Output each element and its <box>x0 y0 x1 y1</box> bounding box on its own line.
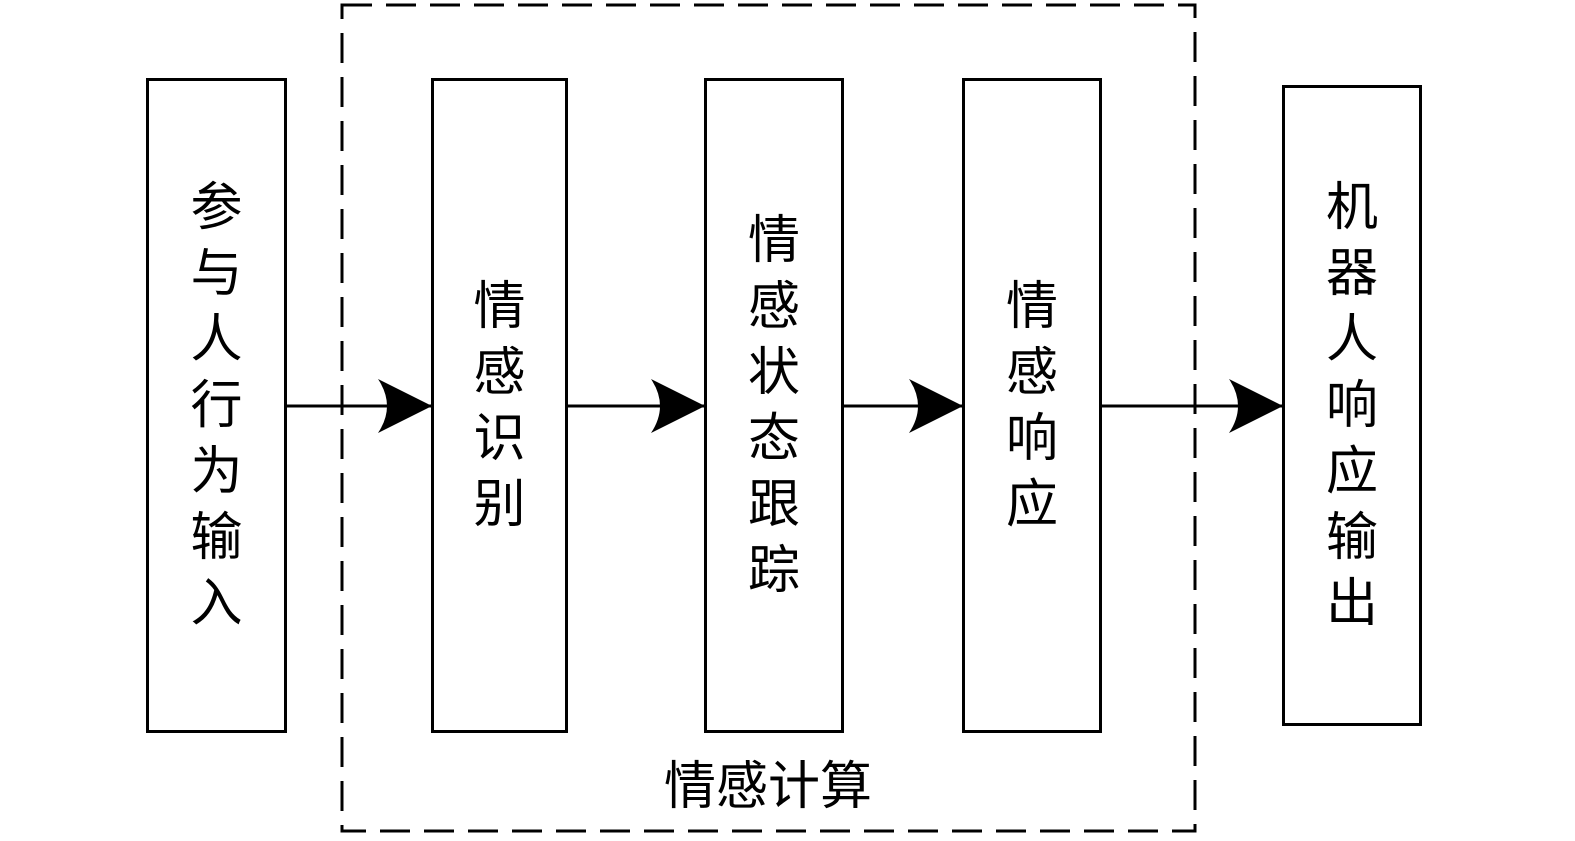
label-char: 人 <box>190 309 243 370</box>
label-char: 情 <box>473 276 526 337</box>
label-char: 器 <box>1325 243 1378 304</box>
label-char: 应 <box>1005 474 1058 535</box>
label-char: 踪 <box>747 540 800 601</box>
label-char: 态 <box>747 408 800 469</box>
label-char: 出 <box>1325 573 1378 634</box>
arrowhead-track <box>651 379 705 433</box>
label-char: 参 <box>190 177 243 238</box>
label-char: 情 <box>1005 276 1058 337</box>
label-char: 与 <box>190 243 243 304</box>
label-char: 入 <box>190 573 243 634</box>
group-label: 情感计算 <box>664 757 873 817</box>
node-label: 机器人响应输出 <box>1326 175 1378 637</box>
label-char: 响 <box>1005 408 1058 469</box>
label-char: 输 <box>1325 507 1378 568</box>
label-char: 状 <box>747 342 800 403</box>
label-char: 应 <box>1325 441 1378 502</box>
label-char: 感 <box>1005 342 1058 403</box>
label-char: 输 <box>190 507 243 568</box>
label-char: 感 <box>473 342 526 403</box>
label-char: 行 <box>190 375 243 436</box>
label-char: 情 <box>747 210 800 271</box>
node-label: 情感识别 <box>473 274 525 538</box>
label-char: 机 <box>1325 177 1378 238</box>
node-participant-behavior-input: 参与人行为输入 <box>146 78 287 733</box>
node-label: 情感响应 <box>1006 274 1058 538</box>
label-char: 跟 <box>747 474 800 535</box>
label-char: 为 <box>190 441 243 502</box>
arrowhead-response <box>909 379 963 433</box>
arrowhead-recog <box>378 379 432 433</box>
node-emotion-recognition: 情感识别 <box>431 78 568 733</box>
label-char: 响 <box>1325 375 1378 436</box>
arrowhead-output <box>1229 379 1283 433</box>
node-label: 情感状态跟踪 <box>748 208 800 604</box>
label-char: 别 <box>473 474 526 535</box>
node-emotion-state-tracking: 情感状态跟踪 <box>704 78 844 733</box>
label-char: 识 <box>473 408 526 469</box>
label-char: 感 <box>747 276 800 337</box>
node-robot-response-output: 机器人响应输出 <box>1282 85 1422 726</box>
node-label: 参与人行为输入 <box>190 175 242 637</box>
label-char: 人 <box>1325 309 1378 370</box>
node-emotion-response: 情感响应 <box>962 78 1102 733</box>
